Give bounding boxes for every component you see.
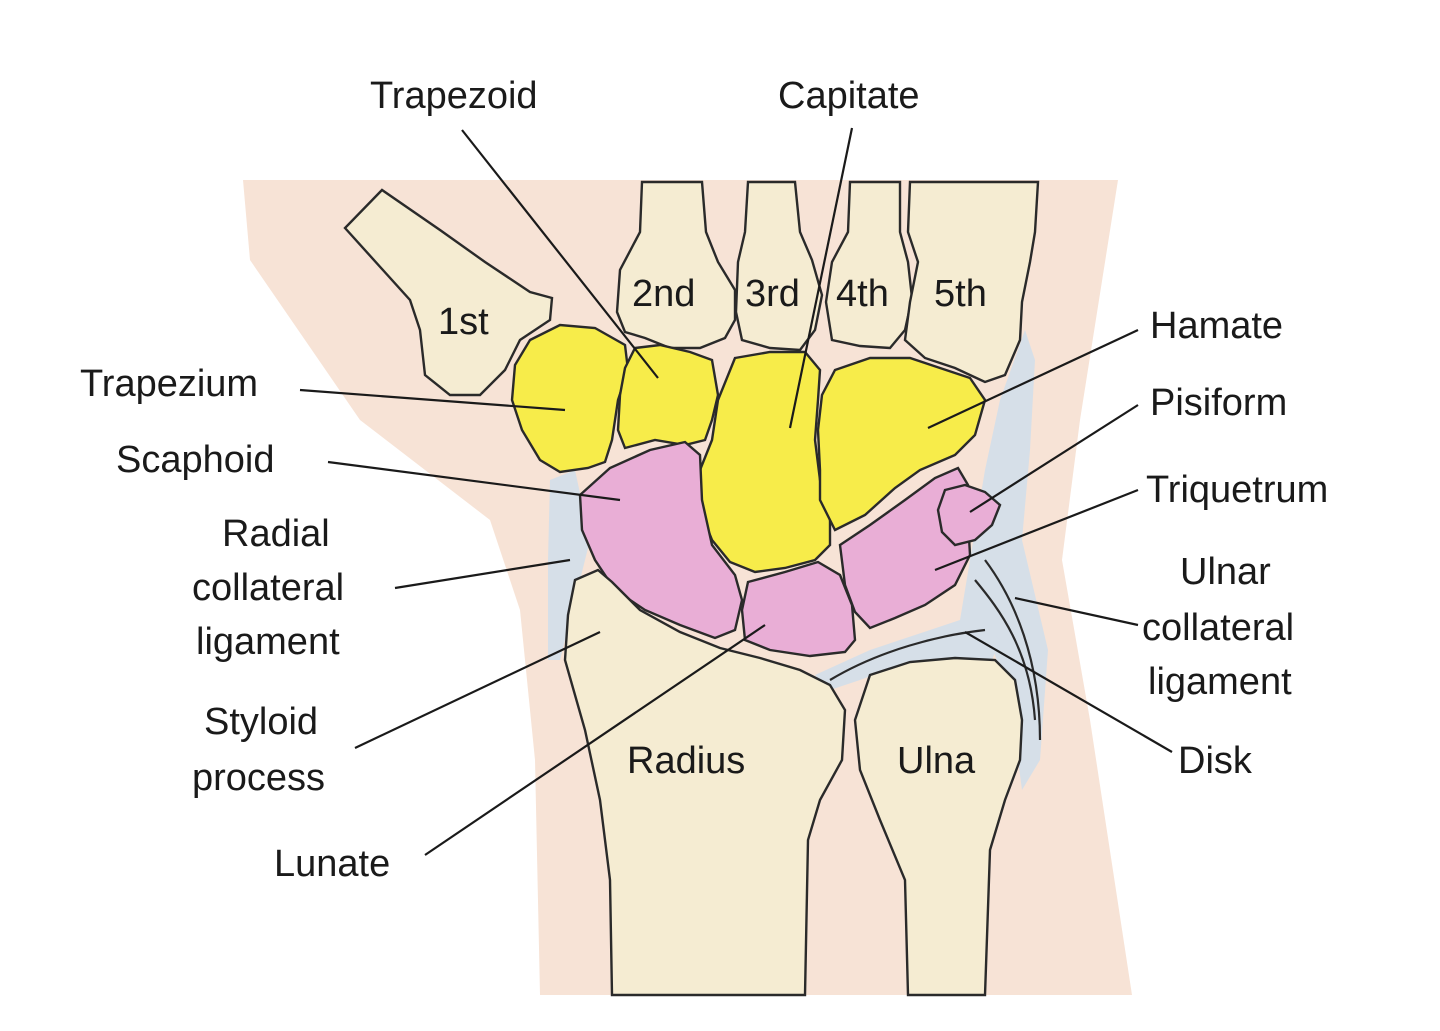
label-hamate: Hamate [1150,305,1283,347]
radial-collateral-ligament [548,470,590,660]
pisiform-bone [936,483,1002,547]
leader-capitate [788,127,854,429]
ulna-bone [853,656,1024,997]
leader-disk [964,631,1173,753]
label-radius: Radius [627,740,745,782]
trapezium-bone [510,323,630,474]
ulnar-collateral-ligament [960,330,1048,790]
leader-styloid [354,631,601,749]
label-pisiform: Pisiform [1150,382,1287,424]
label-disk: Disk [1178,740,1253,782]
label-trapezium: Trapezium [80,363,258,405]
leader-pisiform [969,404,1139,513]
ligament-fiber-2 [984,559,1042,741]
label-lunate: Lunate [274,843,390,885]
label-ulnar-collateral-1: Ulnar [1180,551,1271,593]
disk-fiber [829,628,986,681]
label-trapezoid: Trapezoid [370,75,538,117]
leader-trapezium [299,388,566,412]
metacarpal-2nd [615,180,737,350]
leader-ulnar-collateral [1014,596,1139,627]
label-triquetrum: Triquetrum [1146,469,1328,511]
leader-triquetrum [934,488,1139,572]
label-5th: 5th [934,273,987,315]
label-ulnar-collateral-2: collateral [1142,607,1294,649]
leader-trapezoid [461,129,659,379]
label-3rd: 3rd [745,273,800,315]
leader-lunate [424,624,766,856]
trapezoid-bone [616,343,720,450]
metacarpal-4th [824,180,914,350]
metacarpal-5th [903,180,1040,384]
metacarpal-1st [343,188,554,397]
label-capitate: Capitate [778,75,920,117]
radius-bone [563,568,847,997]
metacarpal-3rd [734,180,824,352]
label-scaphoid: Scaphoid [116,439,274,481]
leader-scaphoid [327,460,621,502]
label-4th: 4th [836,273,889,315]
label-radial-collateral-3: ligament [196,621,340,663]
label-ulna: Ulna [897,740,976,782]
label-radial-collateral-1: Radial [222,513,330,555]
lunate-bone [740,560,857,658]
label-radial-collateral-2: collateral [192,567,344,609]
label-1st: 1st [438,301,489,343]
label-2nd: 2nd [632,273,695,315]
label-ulnar-collateral-3: ligament [1148,661,1292,703]
label-styloid-1: Styloid [204,701,318,743]
leader-radial-collateral [394,558,571,590]
hamate-bone [816,356,987,532]
leader-hamate [927,329,1139,429]
label-styloid-2: process [192,757,325,799]
ligament-fiber-1 [974,579,1037,721]
